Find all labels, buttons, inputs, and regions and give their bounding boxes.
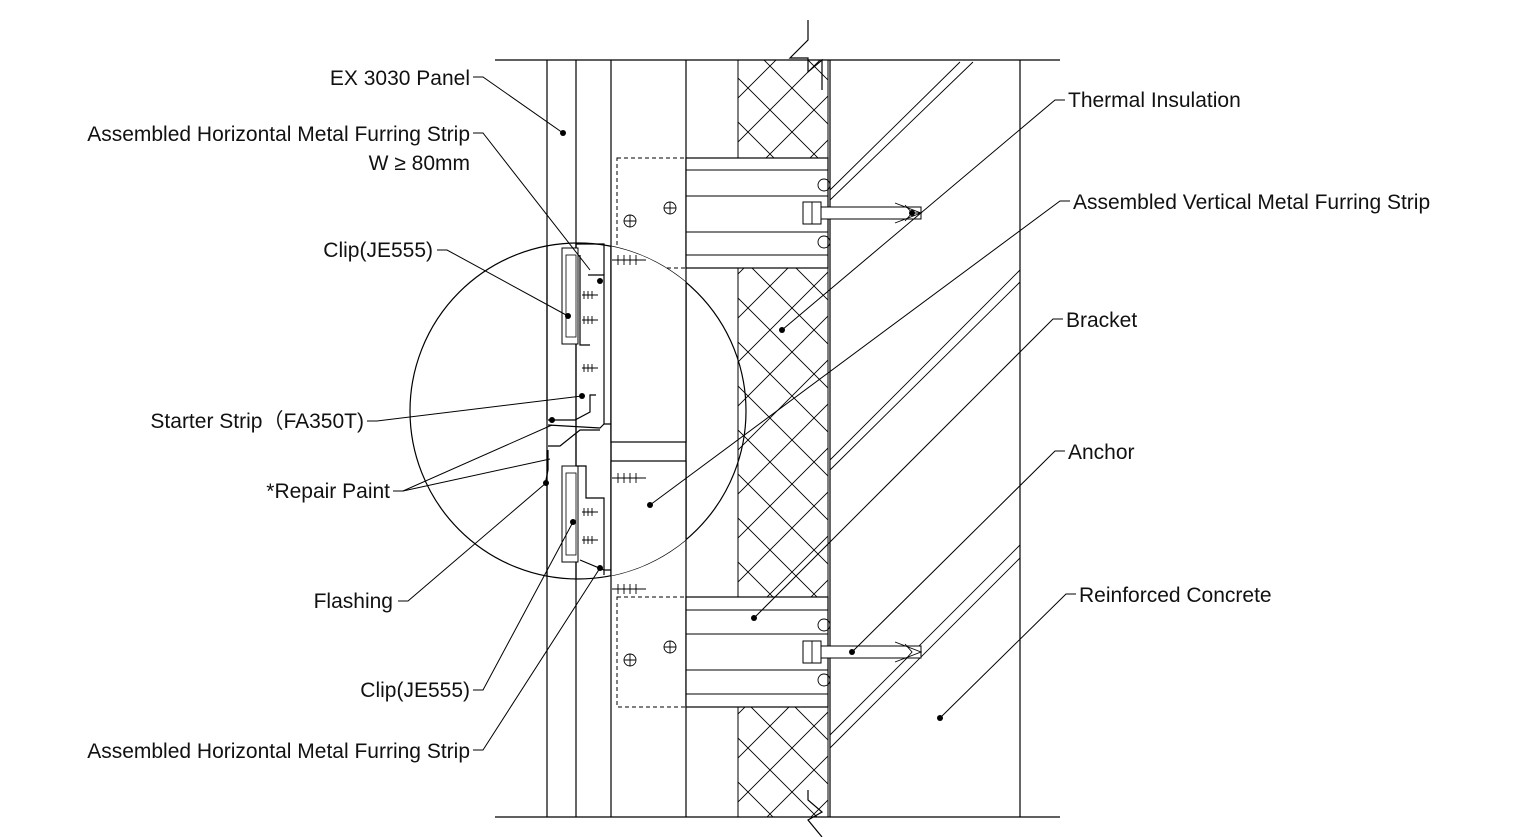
concrete-hatch <box>829 61 1021 749</box>
labels-right: Thermal Insulation Assembled Vertical Me… <box>1066 89 1430 607</box>
label-clip-bottom: Clip(JE555) <box>360 679 470 702</box>
wall-layers <box>495 20 1060 837</box>
label-bracket: Bracket <box>1066 309 1137 332</box>
leader-dots <box>543 130 943 721</box>
label-flashing: Flashing <box>314 590 393 613</box>
detail-circle <box>409 242 747 594</box>
screws-lower <box>582 473 646 594</box>
leaders-right <box>649 99 1076 719</box>
bracket-lower <box>616 596 923 708</box>
label-anchor: Anchor <box>1068 441 1135 464</box>
label-vertical-furring: Assembled Vertical Metal Furring Strip <box>1073 191 1430 214</box>
labels-left: EX 3030 Panel Assembled Horizontal Metal… <box>87 67 470 763</box>
label-horizontal-furring-width: W ≥ 80mm <box>369 152 470 175</box>
label-reinforced-concrete: Reinforced Concrete <box>1079 584 1272 607</box>
label-thermal-insulation: Thermal Insulation <box>1068 89 1241 112</box>
label-ex3030-panel: EX 3030 Panel <box>330 67 470 90</box>
label-horizontal-furring-top: Assembled Horizontal Metal Furring Strip <box>87 123 470 146</box>
label-horizontal-furring-bottom: Assembled Horizontal Metal Furring Strip <box>87 740 470 763</box>
label-repair-paint: *Repair Paint <box>266 480 390 503</box>
label-clip-top: Clip(JE555) <box>323 239 433 262</box>
screws-upper <box>582 255 646 372</box>
leaders-left <box>367 76 601 751</box>
label-starter-strip: Starter Strip（FA350T) <box>150 410 364 433</box>
bracket-upper <box>616 157 923 269</box>
